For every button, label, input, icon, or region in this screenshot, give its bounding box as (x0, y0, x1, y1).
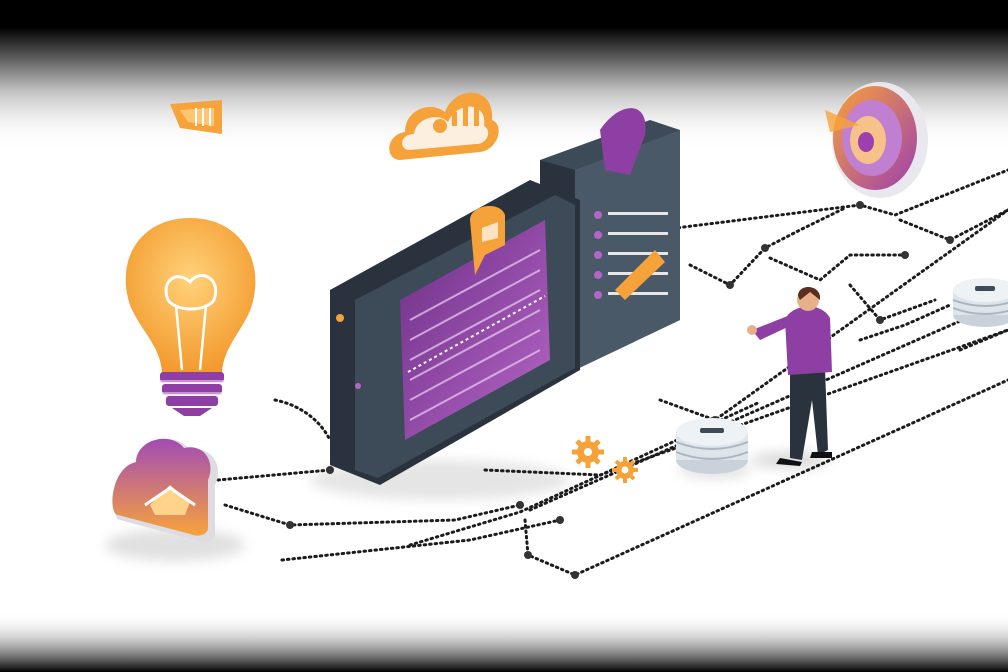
cloud-chart-icon (389, 92, 499, 160)
database-disc-icon (675, 418, 749, 474)
database-disc-icon (952, 278, 1008, 327)
bottom-vignette (0, 612, 1008, 672)
person-figure (747, 287, 832, 466)
cloud-mail-icon (112, 438, 219, 543)
circuit-nodes (286, 201, 954, 579)
document-icon (170, 100, 222, 134)
laptop-screen-icon (330, 180, 580, 485)
target-disc-icon (825, 82, 928, 198)
lightbulb-icon (125, 218, 256, 416)
gear-icon (572, 436, 638, 483)
